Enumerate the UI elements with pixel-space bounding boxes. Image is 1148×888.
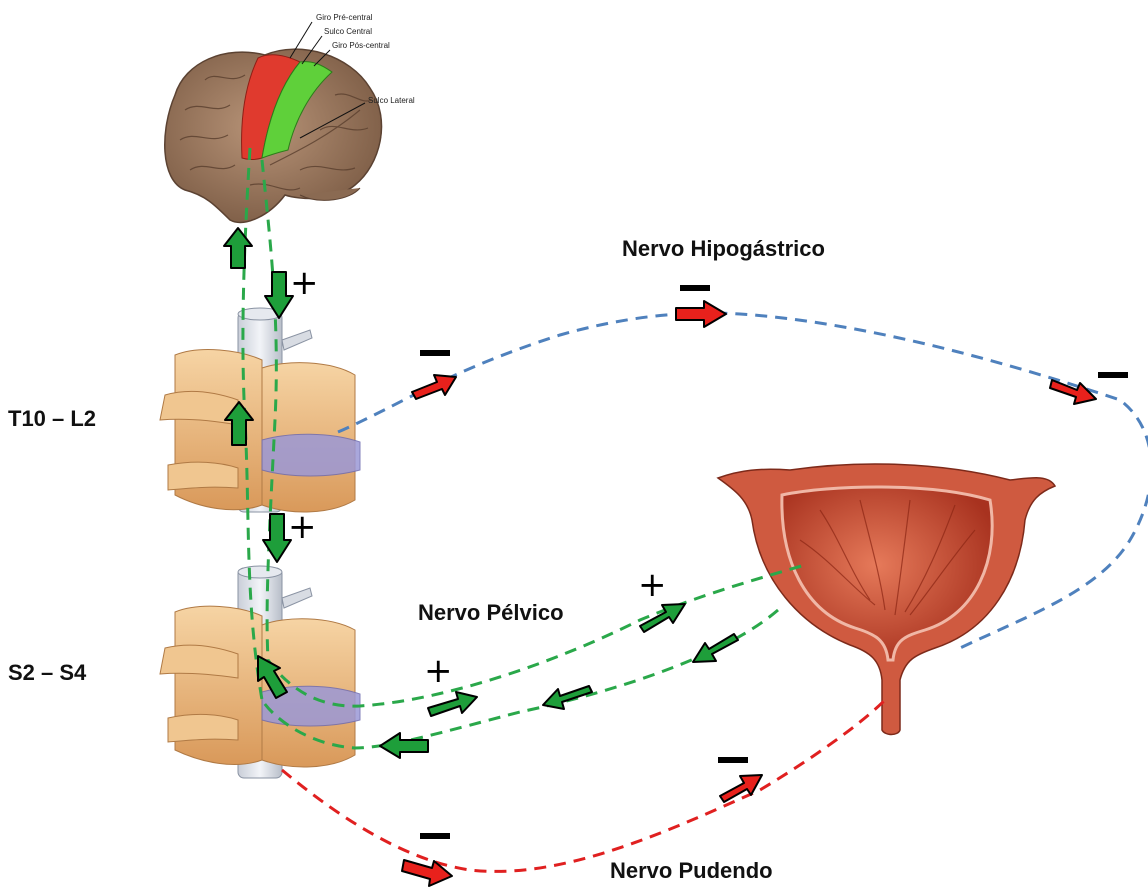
label-precentral-gyrus: Giro Pré-central [316,13,372,22]
label-central-sulcus: Sulco Central [324,27,372,36]
label-pelvic-nerve: Nervo Pélvico [418,600,564,626]
label-segment-upper: T10 – L2 [8,406,96,432]
minus-sign-hypogastric-2 [680,285,710,291]
bladder [718,464,1055,734]
green-arrow-up-1 [224,228,252,268]
red-arrow-hypogastric-1 [412,375,456,399]
green-arrow-down-2 [263,514,291,562]
plus-sign-descending-1: + [290,266,319,300]
label-pudendal-nerve: Nervo Pudendo [610,858,773,884]
plus-sign-pelvic-1: + [424,654,453,688]
vertebra-upper [160,308,360,512]
pelvic-arrow-in-1 [693,634,738,662]
label-hypogastric-nerve: Nervo Hipogástrico [622,236,825,262]
disc-upper [262,434,360,476]
label-lateral-sulcus: Sulco Lateral [368,96,415,105]
minus-sign-hypogastric-1 [420,350,450,356]
pelvic-arrow-in-2 [543,686,592,709]
label-postcentral-gyrus: Giro Pós-central [332,41,390,50]
minus-sign-hypogastric-3 [1098,372,1128,378]
plus-sign-descending-2: + [288,510,317,544]
minus-sign-pudendal-2 [718,757,748,763]
minus-sign-pudendal-1 [420,833,450,839]
plus-sign-pelvic-2: + [638,568,667,602]
label-segment-lower: S2 – S4 [8,660,86,686]
pudendal-nerve-path [282,700,885,871]
red-arrow-pudendal-2 [720,775,762,802]
brain [165,49,382,222]
red-arrow-hypogastric-2 [676,301,726,327]
